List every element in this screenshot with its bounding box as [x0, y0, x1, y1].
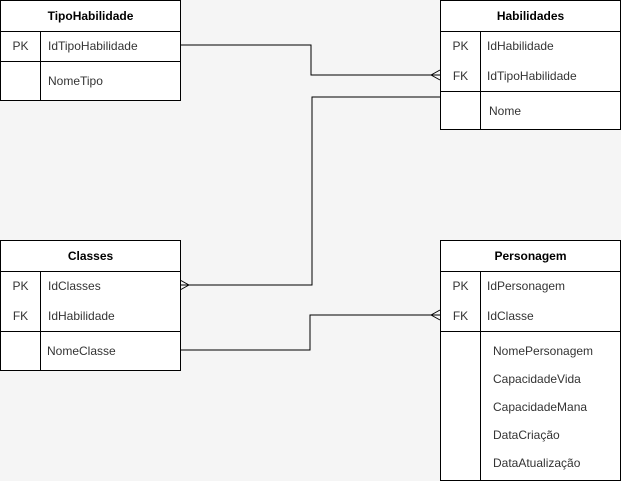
field-idhabilidade[interactable]: IdHabilidade [487, 39, 554, 53]
entity-title: Habilidades [441, 1, 620, 32]
relationship-habilidades-classes [180, 96, 440, 286]
field-capacidademana[interactable]: CapacidadeMana [493, 400, 588, 414]
fk-label: FK [452, 69, 469, 83]
section-divider [1, 61, 180, 62]
crows-foot-habilidades [430, 69, 441, 81]
key-column-divider [40, 31, 41, 101]
field-nomeclasse[interactable]: NomeClasse [47, 344, 116, 358]
entity-personagem[interactable]: Personagem PK IdPersonagem FK IdClasse N… [440, 240, 621, 481]
field-nome[interactable]: Nome [489, 104, 522, 118]
field-idtipohabilidade[interactable]: IdTipoHabilidade [48, 39, 138, 53]
section-divider [441, 91, 620, 92]
pk-label: PK [452, 279, 469, 293]
crows-foot-classes [179, 279, 190, 291]
entity-title: TipoHabilidade [1, 1, 180, 32]
crows-foot-personagem [430, 309, 441, 321]
field-datacriacao[interactable]: DataCriação [493, 428, 560, 442]
pk-label: PK [12, 279, 29, 293]
entity-tipohabilidade[interactable]: TipoHabilidade PK IdTipoHabilidade NomeT… [0, 0, 181, 101]
field-nometipo[interactable]: NomeTipo [48, 74, 103, 88]
fk-label: FK [12, 309, 29, 323]
field-idhabilidade[interactable]: IdHabilidade [48, 309, 115, 323]
field-idtipohabilidade[interactable]: IdTipoHabilidade [487, 69, 577, 83]
field-idclasse[interactable]: IdClasse [487, 309, 534, 323]
key-column-divider [480, 271, 481, 481]
entity-title: Personagem [441, 241, 620, 272]
entity-title: Classes [1, 241, 180, 272]
section-divider [441, 331, 620, 332]
entity-classes[interactable]: Classes PK IdClasses FK IdHabilidade Nom… [0, 240, 181, 371]
entity-habilidades[interactable]: Habilidades PK IdHabilidade FK IdTipoHab… [440, 0, 621, 130]
field-idpersonagem[interactable]: IdPersonagem [487, 279, 566, 293]
fk-label: FK [452, 309, 469, 323]
key-column-divider [40, 271, 41, 371]
field-nomepersonagem[interactable]: NomePersonagem [493, 344, 594, 358]
field-dataatualizacao[interactable]: DataAtualização [493, 456, 581, 470]
pk-label: PK [12, 39, 29, 53]
key-column-divider [480, 31, 481, 130]
relationship-classes-personagem [180, 314, 440, 351]
pk-label: PK [452, 39, 469, 53]
field-capacidadevida[interactable]: CapacidadeVida [493, 372, 581, 386]
section-divider [1, 331, 180, 332]
field-idclasses[interactable]: IdClasses [48, 279, 101, 293]
relationship-tipohabilidade-habilidades [180, 44, 440, 76]
